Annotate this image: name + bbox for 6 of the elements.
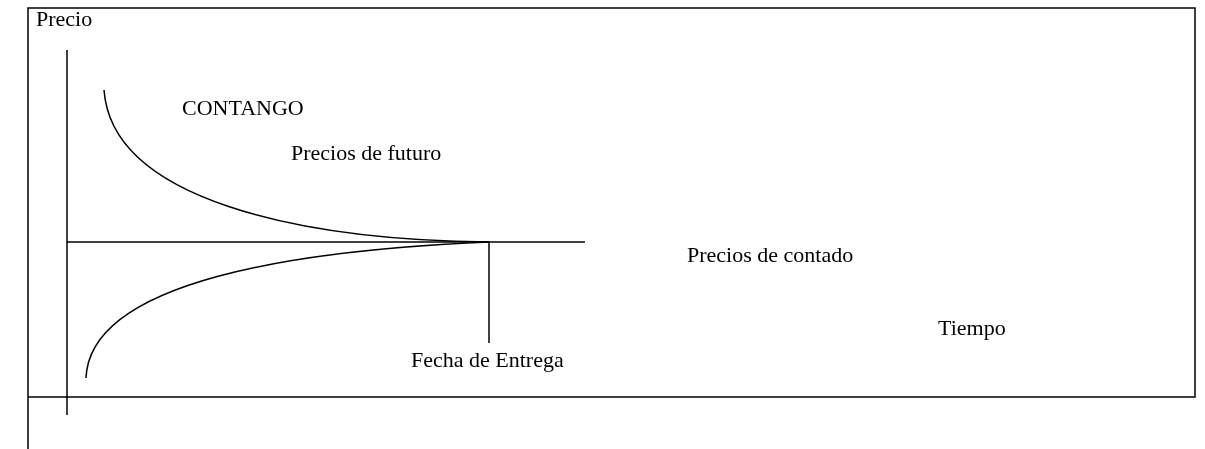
- axis-label: Fecha de Entrega: [411, 347, 564, 373]
- chart-title: CONTANGO: [182, 95, 304, 121]
- axis-label: Precio: [36, 6, 93, 32]
- curve-label: Precios de contado: [687, 242, 854, 268]
- axis-label: Tiempo: [938, 315, 1006, 341]
- curve-label: Precios de futuro: [291, 140, 442, 166]
